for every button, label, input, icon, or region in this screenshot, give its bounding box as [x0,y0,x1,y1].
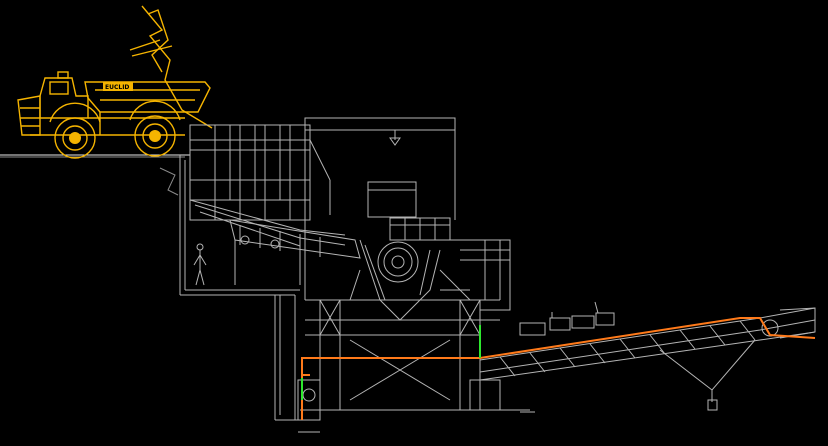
truck-platform [0,154,190,158]
dump-truck-icon: EUCLID [17,5,213,159]
support-structure [297,299,535,433]
jaw-crusher-icon [349,239,471,321]
cable-drop [301,325,481,400]
truck-lettering: EUCLID [105,84,129,91]
vibrating-feeder [229,219,361,285]
feed-hopper-icon [189,117,456,300]
pit-walls [159,155,300,421]
worker-figure-icon [193,243,207,286]
crusher-house [367,181,511,311]
belt-conveyor-icon [479,301,816,411]
cable-run [301,317,816,420]
